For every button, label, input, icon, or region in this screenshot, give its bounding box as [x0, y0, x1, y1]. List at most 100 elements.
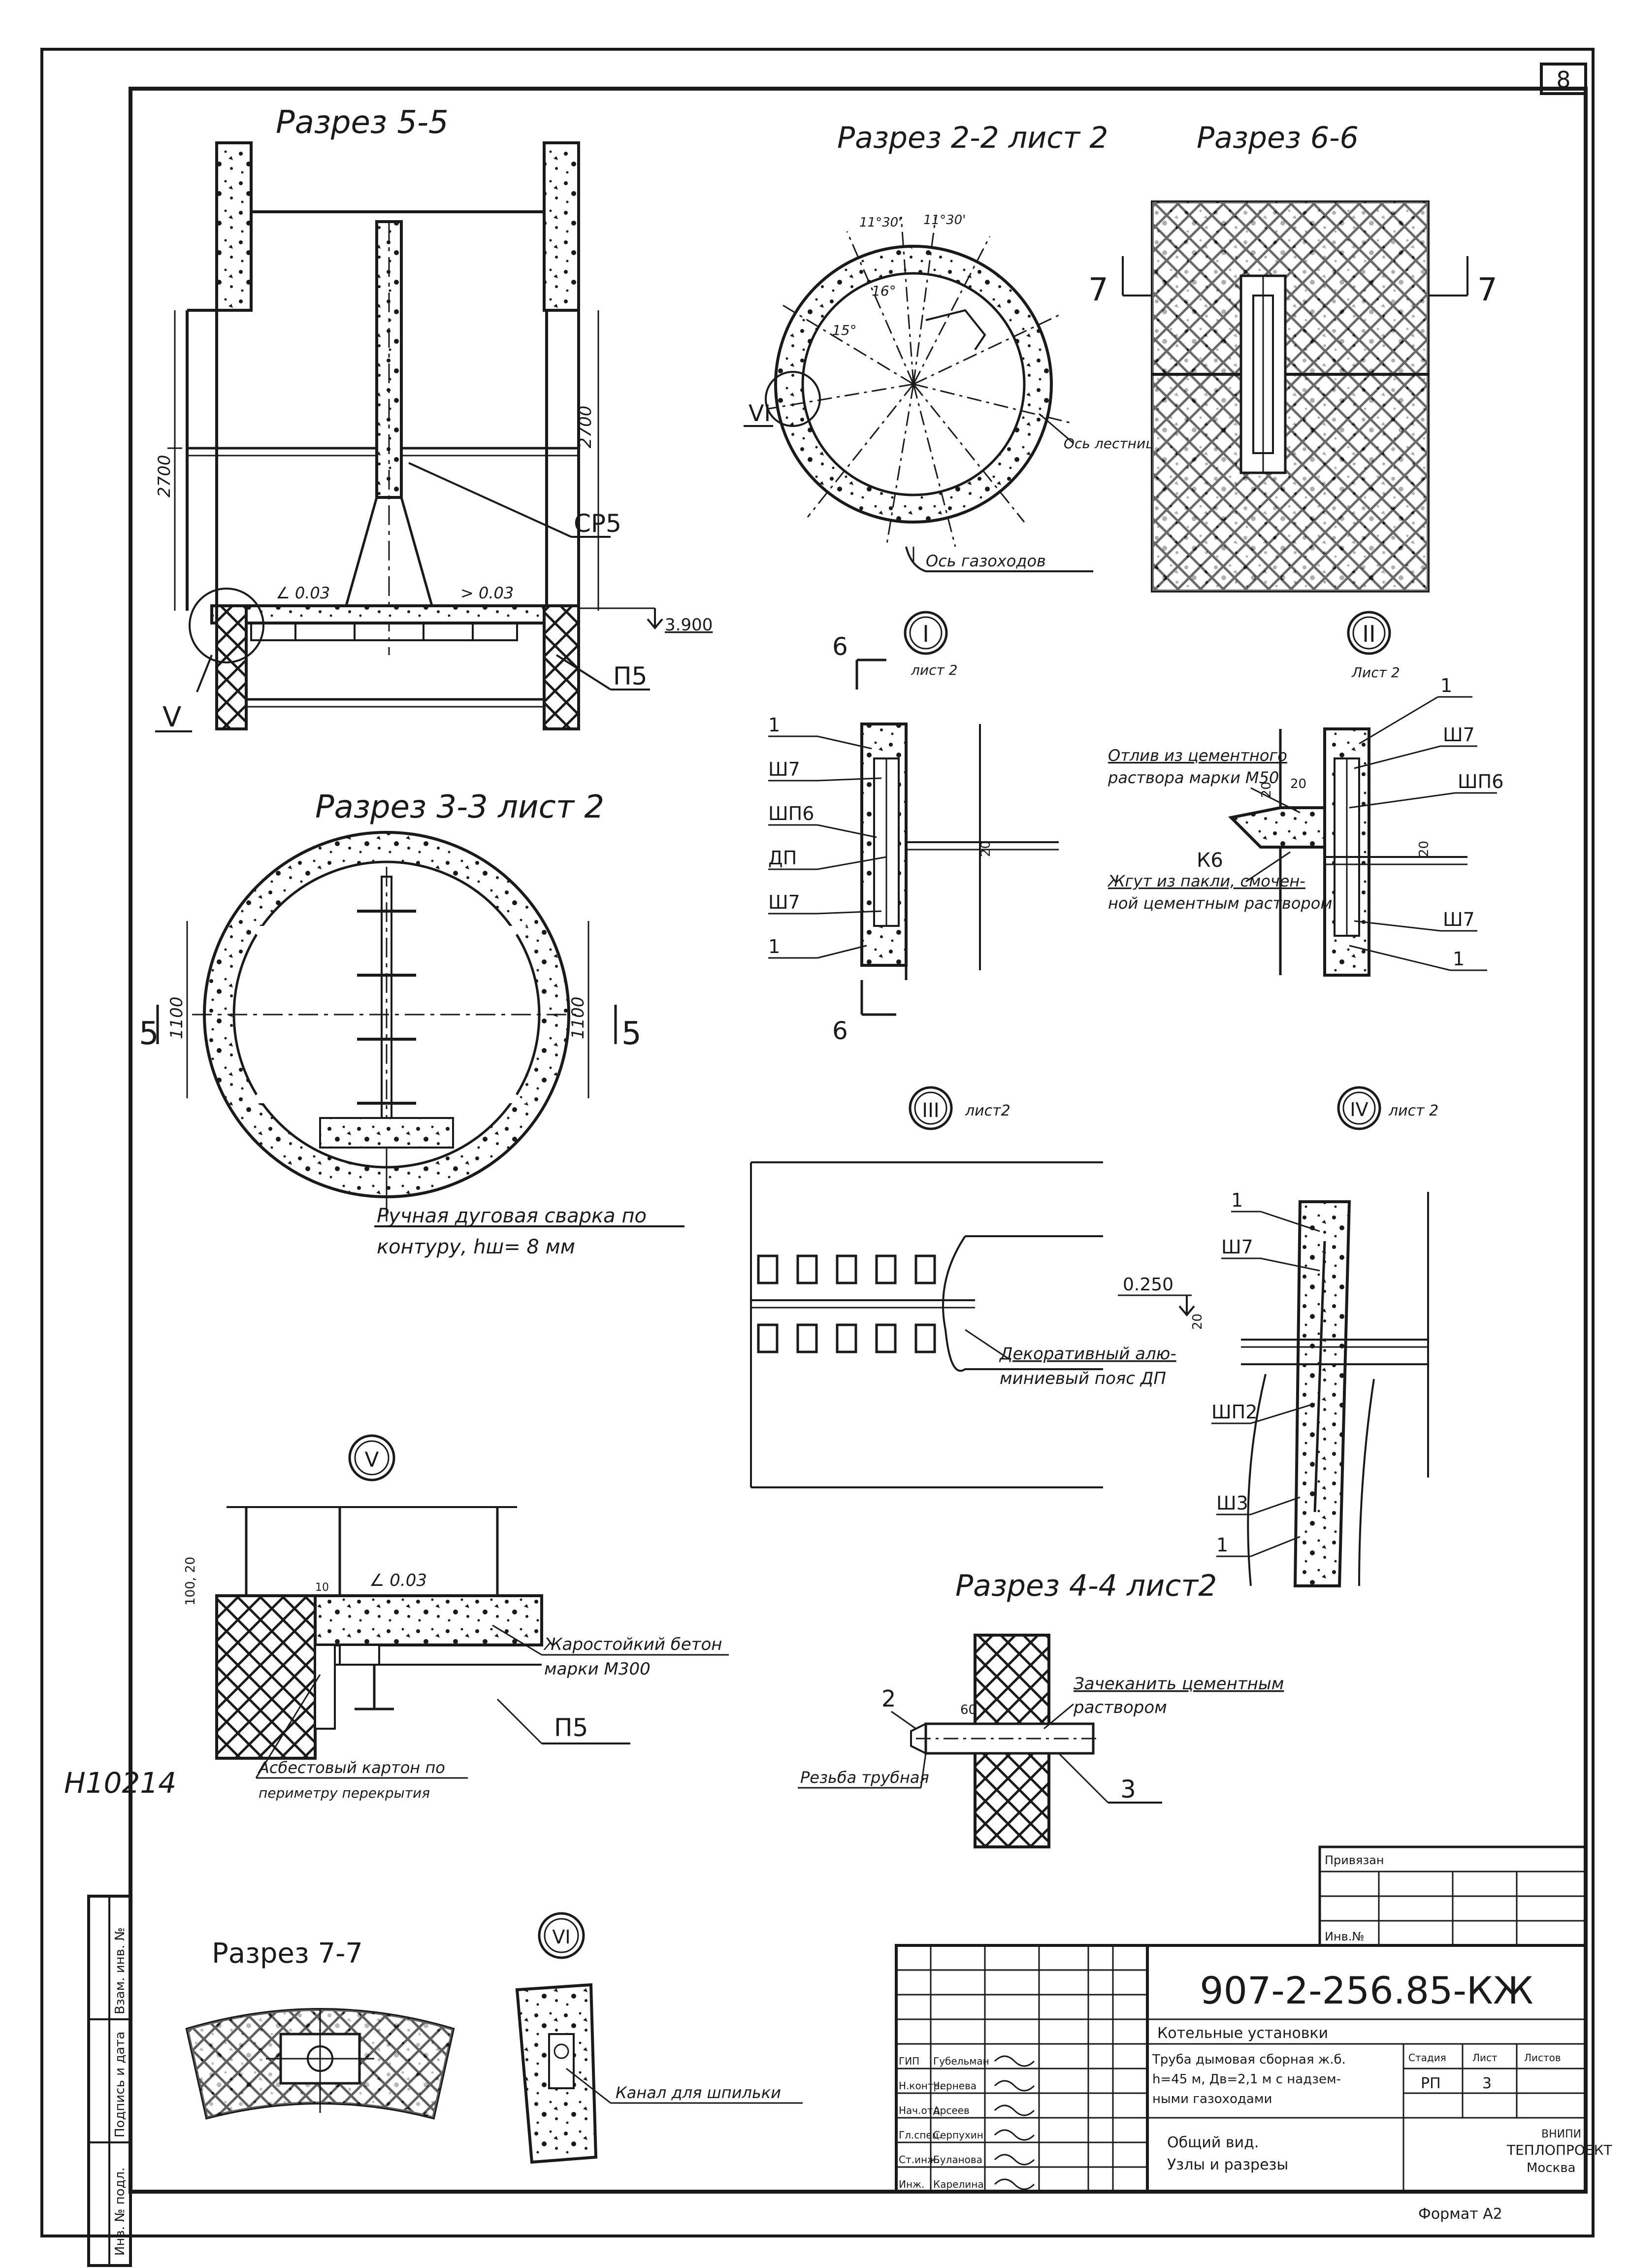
title-block: Привязан Инв.№: [895, 1845, 1612, 2223]
section-4-4-thread: Резьба трубная: [800, 1768, 929, 1787]
node-4-level: 0.250: [1123, 1275, 1173, 1295]
node-6-note: Канал для шпильки: [616, 2083, 781, 2102]
node-1-label-6: 1: [768, 936, 780, 957]
title-block-title-1: Труба дымовая сборная ж.б.: [1152, 2052, 1346, 2067]
section-3-3-cut-left: 5: [139, 1016, 159, 1052]
node-1: I лист 2 6 20 6 1 Ш7 ШП6 ДП Ш7 1: [768, 611, 1059, 1045]
section-6-6-cut-right: 7: [1477, 272, 1498, 308]
node-2-note-1a: Отлив из цементного: [1108, 746, 1287, 765]
section-4-4-pos-2: 2: [881, 1685, 896, 1712]
section-4-4-dim: 60: [960, 1703, 977, 1717]
strip-inventory: Инв. № подл.: [113, 2168, 128, 2256]
section-5-5-slab: П5: [613, 662, 647, 690]
node-1-sheet: лист 2: [911, 662, 958, 678]
node-1-label-3: ШП6: [768, 803, 814, 824]
node-1-cut-top: 6: [832, 632, 848, 661]
section-2-2-axis-ladder: Ось лестницы: [1064, 435, 1166, 452]
node-1-id: I: [922, 621, 929, 647]
title-block-name-2: Чернева: [933, 2080, 977, 2092]
node-5-id: V: [365, 1447, 379, 1472]
node-5-slab: П5: [554, 1713, 588, 1742]
section-2-2: Разрез 2-2 лист 2 11°30' 11°30' 16° 15° …: [744, 121, 1166, 572]
section-5-5-dim-right: 2700: [576, 405, 595, 448]
node-3-note-1: Декоративный алю-: [999, 1344, 1176, 1364]
title-block-stage-head: Стадия: [1408, 2052, 1446, 2064]
title-block-checked: Привязан: [1325, 1853, 1384, 1867]
title-block-format: Формат А2: [1418, 2205, 1502, 2223]
title-block-stage: РП: [1421, 2075, 1441, 2092]
node-4-id: IV: [1350, 1099, 1368, 1120]
section-5-5-slope-right: > 0.03: [460, 584, 514, 602]
node-2-note-2b: ной цементным раствором: [1108, 894, 1332, 913]
section-2-2-angle-3: 16°: [872, 283, 896, 299]
node-4-label-5: 1: [1216, 1534, 1228, 1556]
section-3-3-dim-right: 1100: [568, 996, 588, 1039]
node-4-label-3: ШП2: [1211, 1401, 1257, 1423]
node-5-dims: 100, 20: [183, 1557, 198, 1606]
section-5-5: Разрез 5-5 2700 2700 СР5 ∠ 0.03 > 0.03: [155, 104, 713, 733]
title-block-role-5: Ст.инж.: [899, 2154, 939, 2166]
node-2-note-2a: Жгут из пакли, смочен-: [1107, 872, 1305, 890]
section-6-6-cut-left: 7: [1088, 272, 1108, 308]
section-7-7-title: Разрез 7-7: [212, 1938, 363, 1970]
node-4: IV лист 2 0.250 20 1 Ш7 ШП2 Ш3 1: [1118, 1086, 1438, 1587]
node-2-sheet: Лист 2: [1351, 664, 1400, 681]
node-2-dim-1: 20: [1290, 777, 1306, 791]
section-3-3: Разрез 3-3 лист 2 1100 1100 5 5 Ручная д…: [139, 789, 684, 1258]
node-5-note-1a: Жаростойкий бетон: [543, 1635, 722, 1654]
node-2-dim-2: 20: [1259, 782, 1274, 798]
title-block-role-3: Нач.отд.: [899, 2104, 943, 2116]
node-3-note-2: миниевый пояс ДП: [1000, 1369, 1166, 1388]
section-4-4-note-1: Зачеканить цементным: [1074, 1674, 1284, 1694]
section-6-6-title: Разрез 6-6: [1197, 121, 1359, 155]
node-2-label-2: Ш7: [1443, 724, 1475, 746]
strip-signature: Подпись и дата: [113, 2032, 128, 2137]
outer-border: [40, 48, 1595, 2237]
section-5-5-level: 3.900: [665, 615, 713, 635]
title-block-code: 907-2-256.85-КЖ: [1200, 1969, 1533, 2012]
section-2-2-node-ref: VI: [749, 400, 771, 427]
section-2-2-title: Разрез 2-2 лист 2: [837, 121, 1108, 155]
sheet-number: 8: [1556, 66, 1570, 93]
section-4-4-note-2: раствором: [1073, 1698, 1167, 1717]
node-2-dim-3: 20: [1417, 841, 1432, 857]
section-5-5-slope-left: ∠ 0.03: [276, 584, 330, 602]
title-block-name-1: Губельман: [933, 2055, 989, 2067]
section-5-5-cp: СР5: [574, 509, 621, 538]
node-6: VI Канал для шпильки: [515, 1912, 803, 2164]
node-2-label-3: ШП6: [1458, 771, 1503, 792]
node-2-label-k6: К6: [1197, 849, 1223, 872]
node-4-label-1: 1: [1231, 1189, 1243, 1211]
section-5-5-dim-left: 2700: [155, 455, 174, 497]
section-4-4: Разрез 4-4 лист2 60 2 Зачеканить цементн…: [798, 1569, 1284, 1848]
node-5-note-2a: Асбестовый картон по: [258, 1758, 445, 1777]
node-2-label-5: Ш7: [1443, 909, 1475, 930]
node-5-slope: ∠ 0.03: [369, 1571, 427, 1590]
title-block-project: Котельные установки: [1157, 2025, 1328, 2042]
section-5-5-title: Разрез 5-5: [276, 104, 449, 141]
title-block-name-4: Серпухин: [933, 2129, 983, 2141]
title-block-role-2: Н.контр.: [899, 2080, 943, 2092]
title-block-org-3: Москва: [1527, 2161, 1576, 2175]
node-2: II Лист 2 Отлив из цементного раствора м…: [1107, 611, 1503, 977]
node-4-label-2: Ш7: [1221, 1236, 1253, 1258]
node-1-label-1: 1: [768, 714, 780, 736]
node-1-label-4: ДП: [768, 847, 797, 869]
title-block-org-1: ВНИПИ: [1541, 2128, 1581, 2140]
node-2-id: II: [1362, 621, 1375, 647]
section-3-3-title: Разрез 3-3 лист 2: [315, 789, 604, 825]
section-2-2-angle-2: 11°30': [923, 213, 966, 228]
node-3: III лист2 Декоративный алю- миниевый поя…: [750, 1086, 1176, 1488]
left-approval-strip: Инв. № подл. Подпись и дата Взам. инв. №: [87, 1895, 132, 2267]
title-block-sheet-head: Лист: [1472, 2052, 1498, 2064]
strip-replacement: Взам. инв. №: [113, 1927, 128, 2014]
section-4-4-title: Разрез 4-4 лист2: [955, 1569, 1217, 1603]
node-2-label-1: 1: [1440, 675, 1452, 696]
node-4-dim: 20: [1190, 1314, 1205, 1330]
node-2-label-6: 1: [1453, 948, 1465, 970]
node-4-label-4: Ш3: [1216, 1492, 1248, 1514]
title-block-role-6: Инж.: [899, 2178, 924, 2190]
title-block-role-4: Гл.спец.: [899, 2129, 942, 2141]
section-6-6: Разрез 6-6 7 7: [1088, 121, 1498, 592]
